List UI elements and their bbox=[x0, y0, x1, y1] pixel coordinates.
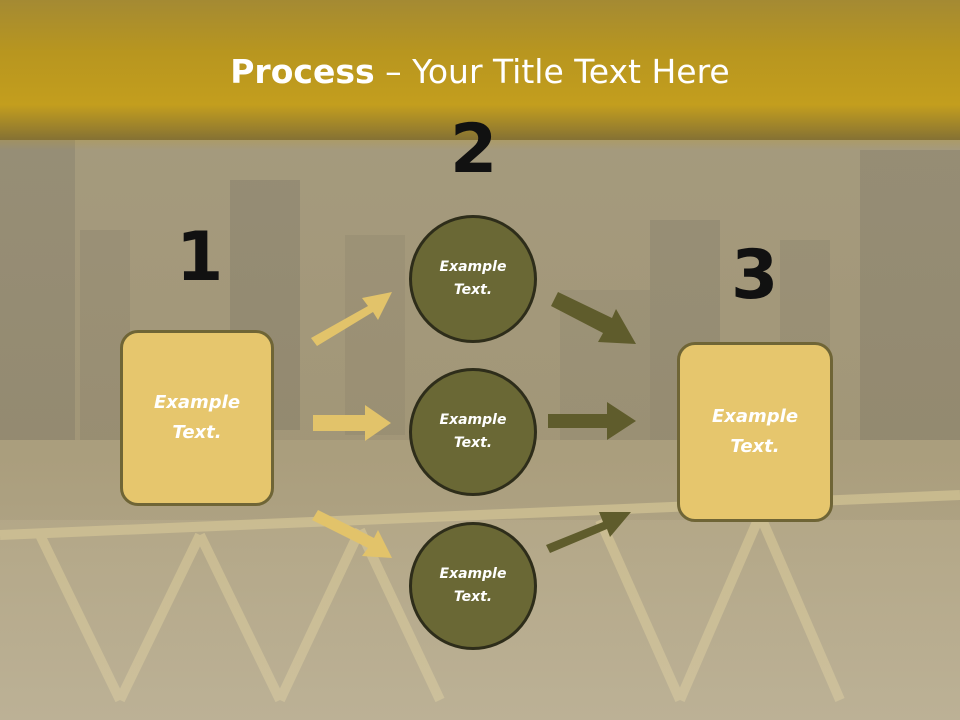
step-number-3: 3 bbox=[731, 236, 779, 315]
header-band bbox=[0, 0, 960, 150]
step-number-2: 2 bbox=[450, 110, 498, 189]
title-rest: – Your Title Text Here bbox=[374, 52, 730, 91]
arrow-right-icon bbox=[311, 292, 392, 346]
arrow-right-icon bbox=[548, 402, 636, 440]
step-number-1: 1 bbox=[176, 218, 224, 297]
arrow-right-icon bbox=[313, 405, 391, 441]
title-bold: Process bbox=[230, 52, 375, 91]
arrow-right-icon bbox=[312, 510, 392, 558]
arrow-right-icon bbox=[551, 292, 636, 344]
arrow-right-icon bbox=[546, 512, 631, 553]
slide-title: Process – Your Title Text Here bbox=[0, 52, 960, 91]
